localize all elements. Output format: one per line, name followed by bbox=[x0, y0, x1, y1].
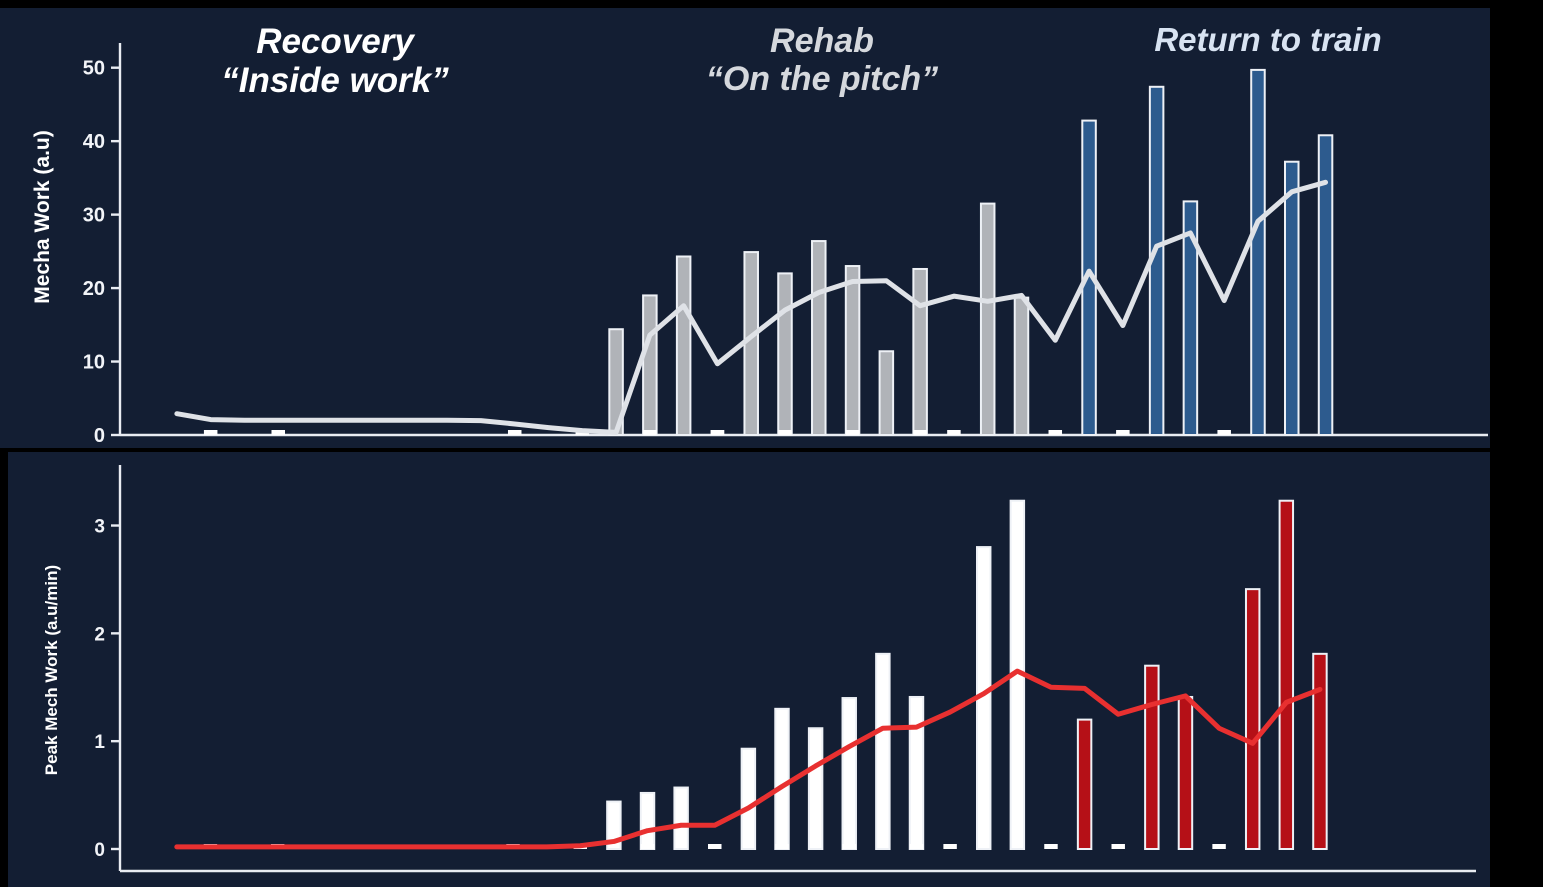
bar bbox=[774, 707, 790, 850]
bar bbox=[606, 800, 622, 850]
zero-bar-marker bbox=[845, 430, 860, 435]
svg-text:1: 1 bbox=[94, 732, 105, 753]
bar bbox=[979, 202, 996, 436]
bar bbox=[1177, 695, 1194, 850]
bar bbox=[1044, 844, 1058, 849]
bar bbox=[1116, 430, 1130, 435]
phase-label-return-to-train: Return to train bbox=[1154, 21, 1382, 58]
peak-mechanical-work-plot: 0 1 2 3 bbox=[94, 465, 1476, 873]
svg-text:20: 20 bbox=[83, 278, 105, 300]
bar bbox=[1312, 652, 1328, 850]
bar bbox=[777, 272, 793, 436]
bar bbox=[1076, 718, 1093, 851]
bar bbox=[1217, 430, 1231, 435]
bar bbox=[1048, 430, 1063, 435]
svg-text:10: 10 bbox=[83, 352, 105, 374]
bar bbox=[1182, 200, 1199, 436]
bar bbox=[673, 786, 689, 850]
zero-bar-marker bbox=[640, 844, 655, 849]
bar bbox=[740, 747, 757, 850]
bar bbox=[1317, 134, 1334, 437]
bar bbox=[1250, 68, 1266, 437]
bar bbox=[912, 267, 928, 436]
phase-label-rehab: Rehab “On the pitch” bbox=[705, 22, 939, 99]
svg-text:2: 2 bbox=[94, 624, 105, 645]
zero-bar-marker bbox=[775, 844, 789, 849]
zero-bar-marker bbox=[708, 844, 722, 849]
peak-mechanical-work-panel: 0 1 2 3 bbox=[8, 452, 1490, 887]
bar bbox=[811, 240, 827, 436]
bar bbox=[639, 791, 656, 850]
bar bbox=[947, 430, 961, 435]
bar bbox=[642, 294, 658, 436]
bar bbox=[844, 265, 861, 436]
svg-text:0: 0 bbox=[94, 840, 105, 861]
bar bbox=[841, 697, 857, 850]
zero-bar-marker bbox=[778, 430, 792, 435]
bar bbox=[1284, 160, 1300, 436]
svg-text:0: 0 bbox=[94, 425, 105, 447]
svg-text:50: 50 bbox=[83, 58, 105, 80]
phase-label-recovery: Recovery “Inside work” bbox=[221, 22, 449, 101]
bar bbox=[1278, 499, 1295, 850]
zero-bar-marker bbox=[271, 430, 285, 435]
bar bbox=[1144, 664, 1160, 850]
bar bbox=[878, 350, 895, 436]
zero-bar-marker bbox=[203, 430, 218, 435]
bar bbox=[875, 652, 891, 850]
mechanical-work-panel: 0 10 20 30 40 50 bbox=[0, 8, 1490, 448]
svg-text:3: 3 bbox=[94, 517, 105, 538]
trend-line bbox=[174, 179, 1329, 435]
svg-text:40: 40 bbox=[83, 131, 105, 153]
mechanical-work-plot: 0 10 20 30 40 50 bbox=[83, 43, 1488, 447]
bar bbox=[608, 328, 624, 437]
svg-text:30: 30 bbox=[83, 205, 105, 227]
bar bbox=[908, 695, 925, 850]
bar bbox=[1212, 844, 1226, 849]
top-y-axis-label: Mecha Work (a.u) bbox=[31, 130, 54, 304]
bar bbox=[1244, 588, 1261, 850]
bar bbox=[807, 727, 824, 850]
bar bbox=[1111, 844, 1125, 849]
zero-bar-marker bbox=[507, 430, 522, 435]
zero-bar-marker bbox=[643, 430, 657, 435]
zero-bar-marker bbox=[710, 430, 725, 435]
bar bbox=[943, 844, 957, 849]
bottom-y-axis-label: Peak Mech Work (a.u/min) bbox=[42, 564, 61, 776]
trend-line bbox=[174, 668, 1323, 850]
bar bbox=[675, 255, 692, 436]
zero-bar-marker bbox=[909, 844, 924, 849]
zero-bar-marker bbox=[842, 844, 856, 849]
bar bbox=[1013, 296, 1030, 436]
zero-bar-marker bbox=[913, 430, 927, 435]
